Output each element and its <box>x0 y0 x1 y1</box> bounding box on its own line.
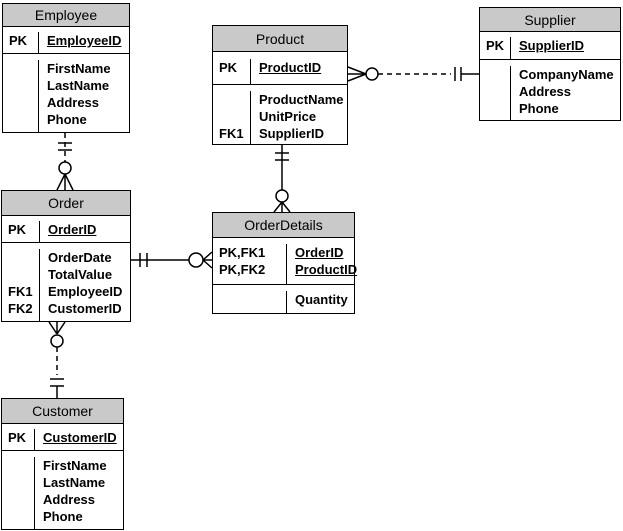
attr-label: FK1 <box>219 126 244 141</box>
attr-field: CustomerID <box>48 301 122 316</box>
attr-label <box>8 457 34 474</box>
key-field: OrderID <box>48 222 97 237</box>
attr-field: EmployeeID <box>48 284 123 299</box>
attr-field: FirstName <box>47 61 111 76</box>
attr-field: LastName <box>43 475 106 490</box>
key-label: PK,FK1 <box>219 245 266 260</box>
attr-field: ProductName <box>259 92 344 107</box>
attr-label: FK2 <box>8 301 33 316</box>
relationship-employee-order <box>56 133 74 191</box>
one-and-only-one-marker <box>139 253 148 267</box>
key-field: ProductID <box>259 60 322 75</box>
crow-foot-marker <box>202 251 213 269</box>
entity-title: Product <box>213 26 347 52</box>
attr-label <box>8 249 39 266</box>
zero-marker <box>50 334 64 348</box>
zero-marker <box>188 252 204 268</box>
attr-label <box>9 77 38 94</box>
zero-marker <box>365 67 379 81</box>
entity-title: Supplier <box>480 8 620 32</box>
entity-product[interactable]: Product PK ProductID FK1 ProductName Uni… <box>212 25 348 145</box>
attr-field: CompanyName <box>519 67 614 82</box>
key-label: PK <box>9 33 28 48</box>
attr-label <box>9 111 38 128</box>
relationship-supplier-product <box>347 66 479 82</box>
one-and-only-one-marker <box>275 152 289 161</box>
one-and-only-one-marker <box>50 378 64 387</box>
attr-field: OrderDate <box>48 250 112 265</box>
entity-orderdetails[interactable]: OrderDetails PK,FK1 PK,FK2 OrderID Produ… <box>212 212 358 314</box>
key-field: SupplierID <box>519 38 585 53</box>
attr-label <box>8 508 34 525</box>
attr-label <box>219 108 250 125</box>
attr-field: TotalValue <box>48 267 113 282</box>
relationship-customer-order <box>48 321 66 398</box>
attr-field: Phone <box>519 101 559 116</box>
entity-title: Customer <box>2 399 123 424</box>
key-label: PK <box>219 60 238 75</box>
attr-field: Address <box>43 492 96 507</box>
entity-employee[interactable]: Employee PK EmployeeID FirstName LastNam… <box>2 3 130 133</box>
attr-field: Quantity <box>295 292 348 307</box>
crow-foot-marker <box>347 66 367 82</box>
attr-label <box>486 83 510 100</box>
zero-marker <box>58 161 72 175</box>
entity-title: OrderDetails <box>213 213 354 238</box>
key-label: PK <box>8 430 27 445</box>
attr-field: SupplierID <box>259 126 325 141</box>
entity-customer[interactable]: Customer PK CustomerID FirstName LastNam… <box>1 398 124 530</box>
relationship-product-orderdetails <box>273 145 291 213</box>
attr-label: FK1 <box>8 284 33 299</box>
attr-field: LastName <box>47 78 110 93</box>
attr-label <box>219 291 286 308</box>
relationship-order-orderdetails <box>131 251 213 269</box>
entity-title: Order <box>2 191 130 216</box>
key-label: PK <box>8 222 27 237</box>
attr-label <box>9 94 38 111</box>
key-field: EmployeeID <box>47 33 122 48</box>
attr-label <box>219 91 250 108</box>
attr-label <box>486 66 510 83</box>
attr-field: Phone <box>47 112 87 127</box>
attr-label <box>8 491 34 508</box>
attr-field: FirstName <box>43 458 107 473</box>
attr-field: UnitPrice <box>259 109 317 124</box>
crow-foot-marker <box>48 321 66 335</box>
attr-field: Address <box>47 95 100 110</box>
crow-foot-marker <box>273 201 291 213</box>
entity-order[interactable]: Order PK OrderID FK1 FK2 OrderDate Total… <box>1 190 131 322</box>
attr-label <box>486 100 510 117</box>
key-field: ProductID <box>295 262 358 277</box>
attr-label <box>9 60 38 77</box>
entity-title: Employee <box>3 4 129 27</box>
key-field: CustomerID <box>43 430 117 445</box>
one-and-only-one-marker <box>58 142 72 151</box>
zero-marker <box>275 189 289 203</box>
attr-label <box>8 474 34 491</box>
entity-supplier[interactable]: Supplier PK SupplierID CompanyName Addre… <box>479 7 621 121</box>
key-label: PK <box>486 38 505 53</box>
key-field: OrderID <box>295 245 344 260</box>
crow-foot-marker <box>56 173 74 191</box>
attr-label <box>8 266 39 283</box>
attr-field: Phone <box>43 509 83 524</box>
attr-field: Address <box>519 84 572 99</box>
one-and-only-one-marker <box>454 67 462 81</box>
key-label: PK,FK2 <box>219 262 266 277</box>
